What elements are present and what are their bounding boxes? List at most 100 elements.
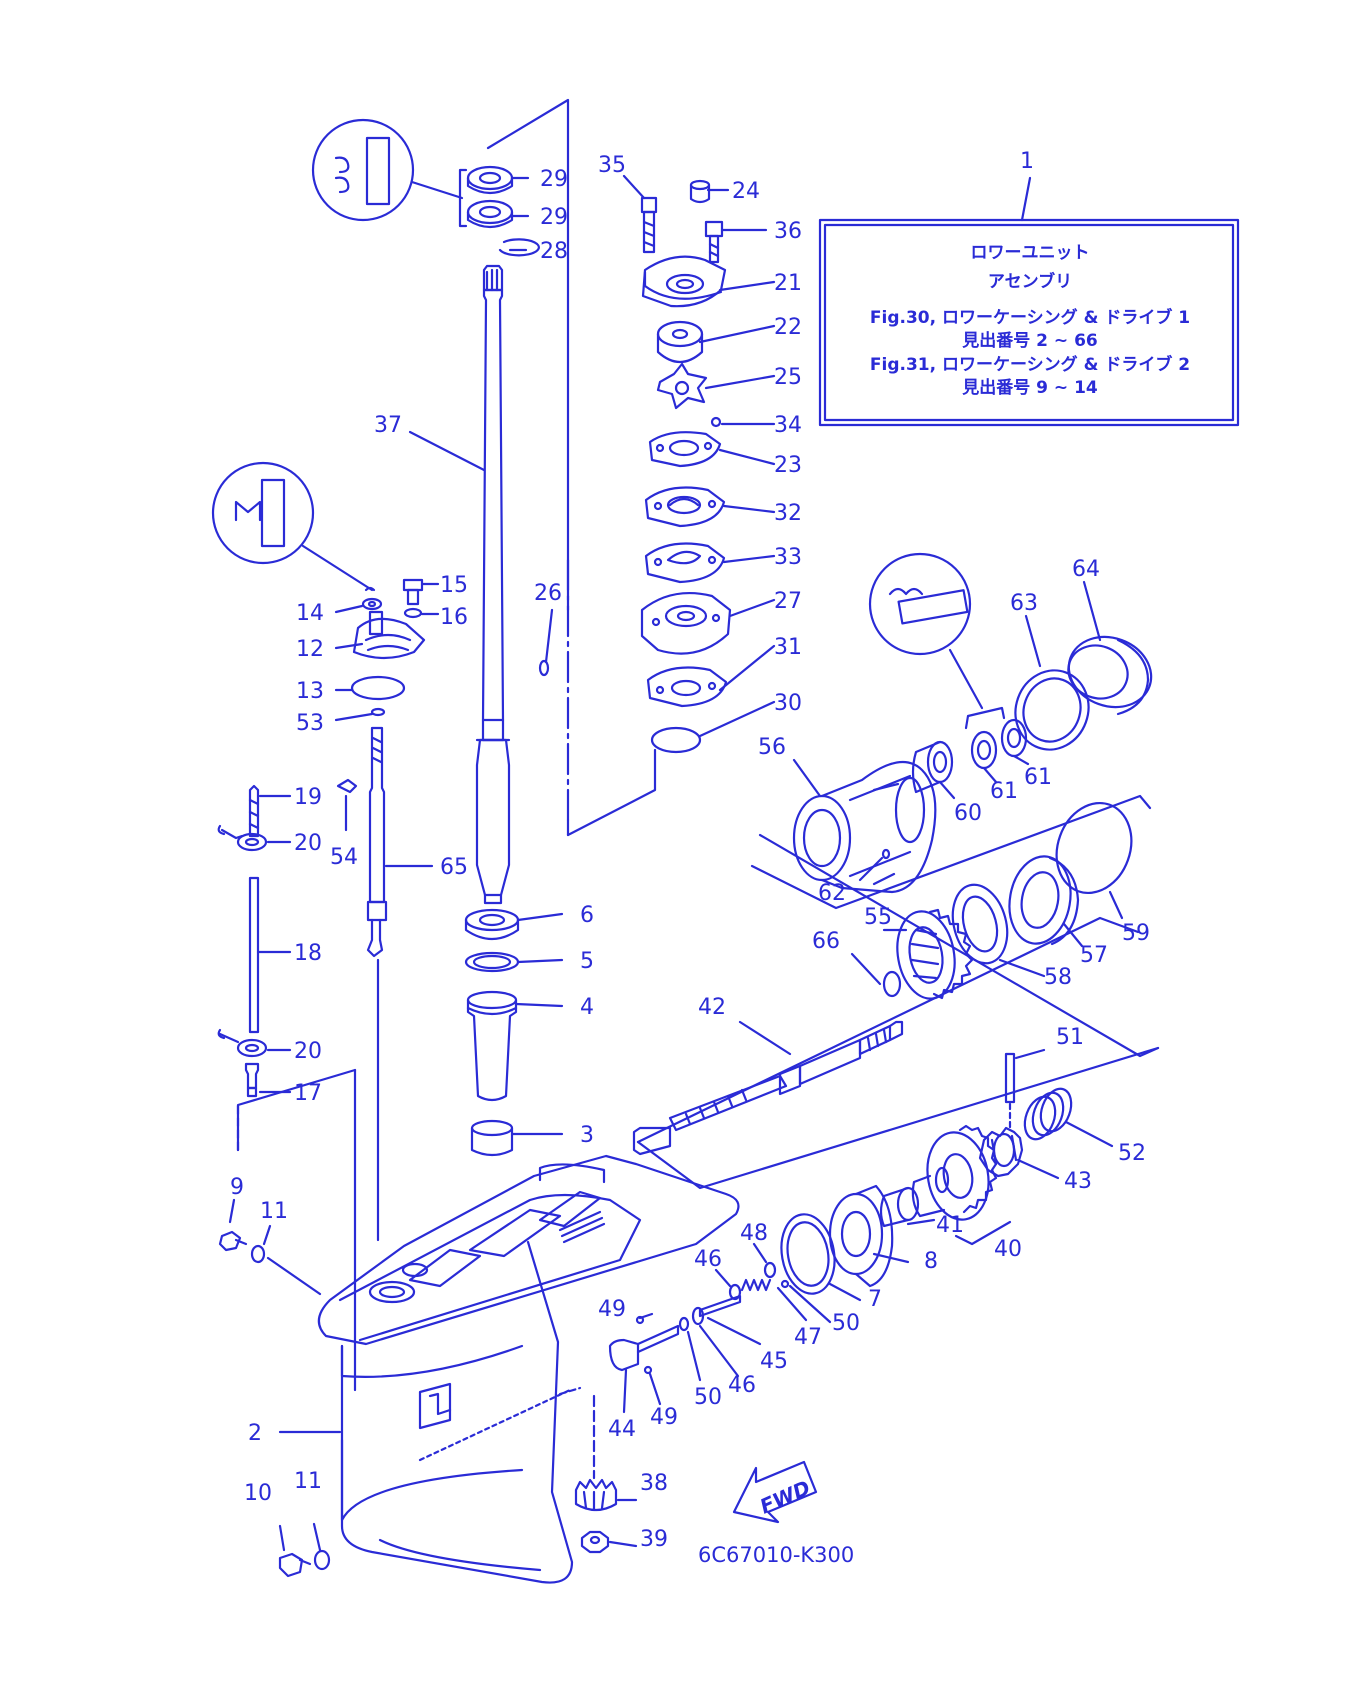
callout-45: 45 <box>760 1349 788 1374</box>
spring-47 <box>740 1278 772 1292</box>
plug-20-bottom <box>217 1028 268 1058</box>
gasket-23 <box>648 431 722 468</box>
callout-51: 51 <box>1056 1025 1084 1050</box>
bolt-10 <box>278 1552 312 1578</box>
assembly-title-1: ロワーユニット <box>971 243 1090 263</box>
callout-4: 4 <box>580 995 594 1020</box>
callout-11a: 11 <box>260 1199 288 1224</box>
callout-50a: 50 <box>832 1311 860 1336</box>
callout-labels: 29 29 28 35 24 36 21 22 25 34 23 32 33 2… <box>230 153 1150 1552</box>
callout-60: 60 <box>954 801 982 826</box>
oil-seal-29-bottom <box>466 199 514 229</box>
plunger-45 <box>698 1294 742 1318</box>
callout-55: 55 <box>864 905 892 930</box>
bolt-35 <box>640 196 658 254</box>
callout-7: 7 <box>868 1287 882 1312</box>
oil-seal-61-a <box>970 730 998 770</box>
forward-gear-40 <box>911 1124 998 1221</box>
bearing-57 <box>1008 855 1080 946</box>
impeller-25 <box>656 362 708 410</box>
callout-1: 1 <box>1020 149 1034 174</box>
pin-51 <box>1004 1052 1016 1132</box>
o-ring-53 <box>370 707 386 717</box>
o-ring-59 <box>1055 801 1133 895</box>
reverse-gear-55 <box>896 908 974 1000</box>
bolt-9 <box>218 1230 248 1252</box>
callout-41: 41 <box>936 1213 964 1238</box>
ball-50-b <box>678 1316 690 1332</box>
plug-20-top <box>217 824 268 852</box>
grommet-19 <box>248 784 260 838</box>
washer-46-b <box>691 1306 705 1326</box>
callout-38: 38 <box>640 1471 668 1496</box>
key-62 <box>881 848 891 860</box>
callout-30: 30 <box>774 691 802 716</box>
oil-seal-29-top <box>466 165 514 195</box>
washer-11-bottom <box>313 1549 331 1571</box>
callout-25: 25 <box>774 365 802 390</box>
callout-14: 14 <box>296 601 324 626</box>
bolt-15 <box>402 578 424 606</box>
callout-23: 23 <box>774 453 802 478</box>
callout-44: 44 <box>608 1417 636 1442</box>
callout-29b: 29 <box>540 205 568 230</box>
callout-22: 22 <box>774 315 802 340</box>
bearing-3 <box>470 1119 514 1157</box>
washer-46-a <box>728 1283 742 1301</box>
callout-10: 10 <box>244 1481 272 1506</box>
bolt-36 <box>704 220 724 264</box>
callout-62: 62 <box>818 881 846 906</box>
callout-61b: 61 <box>990 779 1018 804</box>
pump-housing-21 <box>641 255 727 308</box>
callout-8: 8 <box>924 1249 938 1274</box>
propeller-shaft-42 <box>632 1020 904 1156</box>
fwd-label: FWD <box>756 1475 814 1518</box>
clip-54 <box>336 778 358 794</box>
assembly-ref1-line2: 見出番号 2 ~ 66 <box>961 330 1098 351</box>
callout-34: 34 <box>774 413 802 438</box>
callout-59: 59 <box>1122 921 1150 946</box>
grease-detail-icon <box>211 461 374 592</box>
bearing-8 <box>828 1184 894 1288</box>
oil-seal-61-b <box>1000 718 1028 758</box>
callout-56: 56 <box>758 735 786 760</box>
callout-19: 19 <box>294 785 322 810</box>
o-ring-30 <box>650 726 702 754</box>
insert-cartridge-22 <box>656 320 704 364</box>
pump-case-27 <box>640 592 732 655</box>
seal-detail-icon <box>311 118 464 222</box>
outer-plate-cartridge-32 <box>644 486 726 528</box>
assembly-title-2: アセンブリ <box>988 271 1072 292</box>
o-ring-13 <box>350 675 406 701</box>
callout-33: 33 <box>774 545 802 570</box>
assembly-ref2-line2: 見出番号 9 ~ 14 <box>961 377 1098 398</box>
callout-2: 2 <box>248 1421 262 1446</box>
callout-20a: 20 <box>294 831 322 856</box>
callout-39: 39 <box>640 1527 668 1552</box>
callout-52: 52 <box>1118 1141 1146 1166</box>
washer-14 <box>361 586 383 611</box>
bearing-housing-56 <box>792 760 937 894</box>
drive-shaft-37 <box>475 264 511 905</box>
spring-52 <box>1023 1087 1073 1141</box>
callout-28: 28 <box>540 239 568 264</box>
callout-37: 37 <box>374 413 402 438</box>
callout-18: 18 <box>294 941 322 966</box>
ball-50-a <box>780 1279 790 1289</box>
callout-46a: 46 <box>694 1247 722 1272</box>
callout-50b: 50 <box>694 1385 722 1410</box>
washer-16 <box>403 607 423 619</box>
washer-11-top <box>250 1244 266 1264</box>
pin-49-b <box>643 1365 653 1375</box>
shim-7 <box>780 1213 836 1295</box>
dowel-34 <box>710 416 722 428</box>
collar-24 <box>689 179 711 204</box>
shift-rod-65 <box>366 726 388 1242</box>
callout-12: 12 <box>296 637 324 662</box>
shim-5 <box>464 951 520 973</box>
callout-31: 31 <box>774 635 802 660</box>
bearing-64 <box>1067 635 1153 716</box>
callout-49a: 49 <box>598 1297 626 1322</box>
callout-40: 40 <box>994 1237 1022 1262</box>
